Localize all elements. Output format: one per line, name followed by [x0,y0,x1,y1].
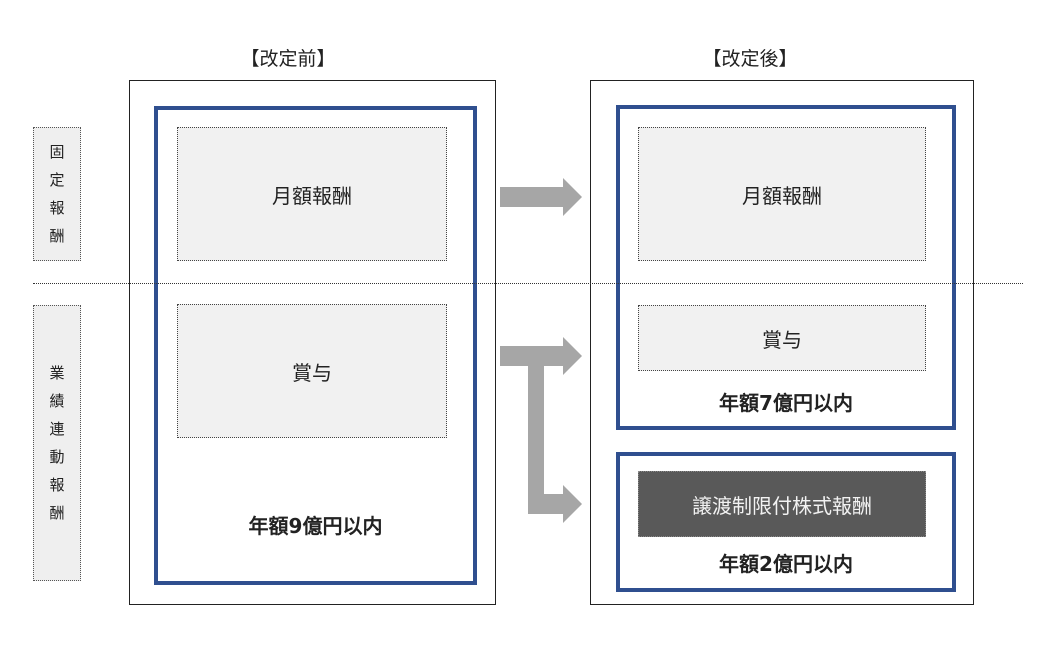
fixed-pay-label: 固 定 報 酬 [33,127,81,261]
after-bonus-box: 賞与 [638,305,926,371]
arrow-stock [528,366,582,523]
after-stock-label: 譲渡制限付株式報酬 [692,493,872,518]
after-monthly-label: 月額報酬 [742,183,822,208]
after-heading: 【改定後】 [702,48,798,70]
before-bonus-label: 賞与 [292,360,332,385]
fixed-pay-char: 酬 [49,227,65,245]
performance-pay-char: 績 [49,392,65,410]
after-limit-frame-1 [616,105,956,430]
after-monthly-box: 月額報酬 [638,127,926,261]
before-heading: 【改定前】 [240,48,336,70]
performance-pay-char: 酬 [49,504,65,522]
performance-pay-char: 動 [49,448,65,466]
performance-pay-char: 業 [49,364,65,382]
before-monthly-label: 月額報酬 [272,183,352,208]
after-limit-label-2: 年額2億円以内 [719,552,853,576]
performance-pay-label: 業 績 連 動 報 酬 [33,305,81,581]
after-bonus-label: 賞与 [762,327,802,352]
fixed-pay-char: 固 [49,143,65,161]
arrow-bonus [500,337,582,375]
after-stock-box: 譲渡制限付株式報酬 [638,471,926,537]
before-limit-label: 年額9億円以内 [248,514,383,538]
after-limit-label-1: 年額7億円以内 [719,391,853,415]
arrow-monthly [500,178,582,216]
performance-pay-char: 連 [49,420,65,438]
after-limit-frame-2 [616,452,956,592]
fixed-performance-divider [33,283,1023,284]
fixed-pay-char: 報 [49,199,65,217]
fixed-pay-char: 定 [49,171,65,189]
before-bonus-box: 賞与 [177,304,447,438]
before-limit-frame [154,106,477,585]
performance-pay-char: 報 [49,476,65,494]
before-monthly-box: 月額報酬 [177,127,447,261]
